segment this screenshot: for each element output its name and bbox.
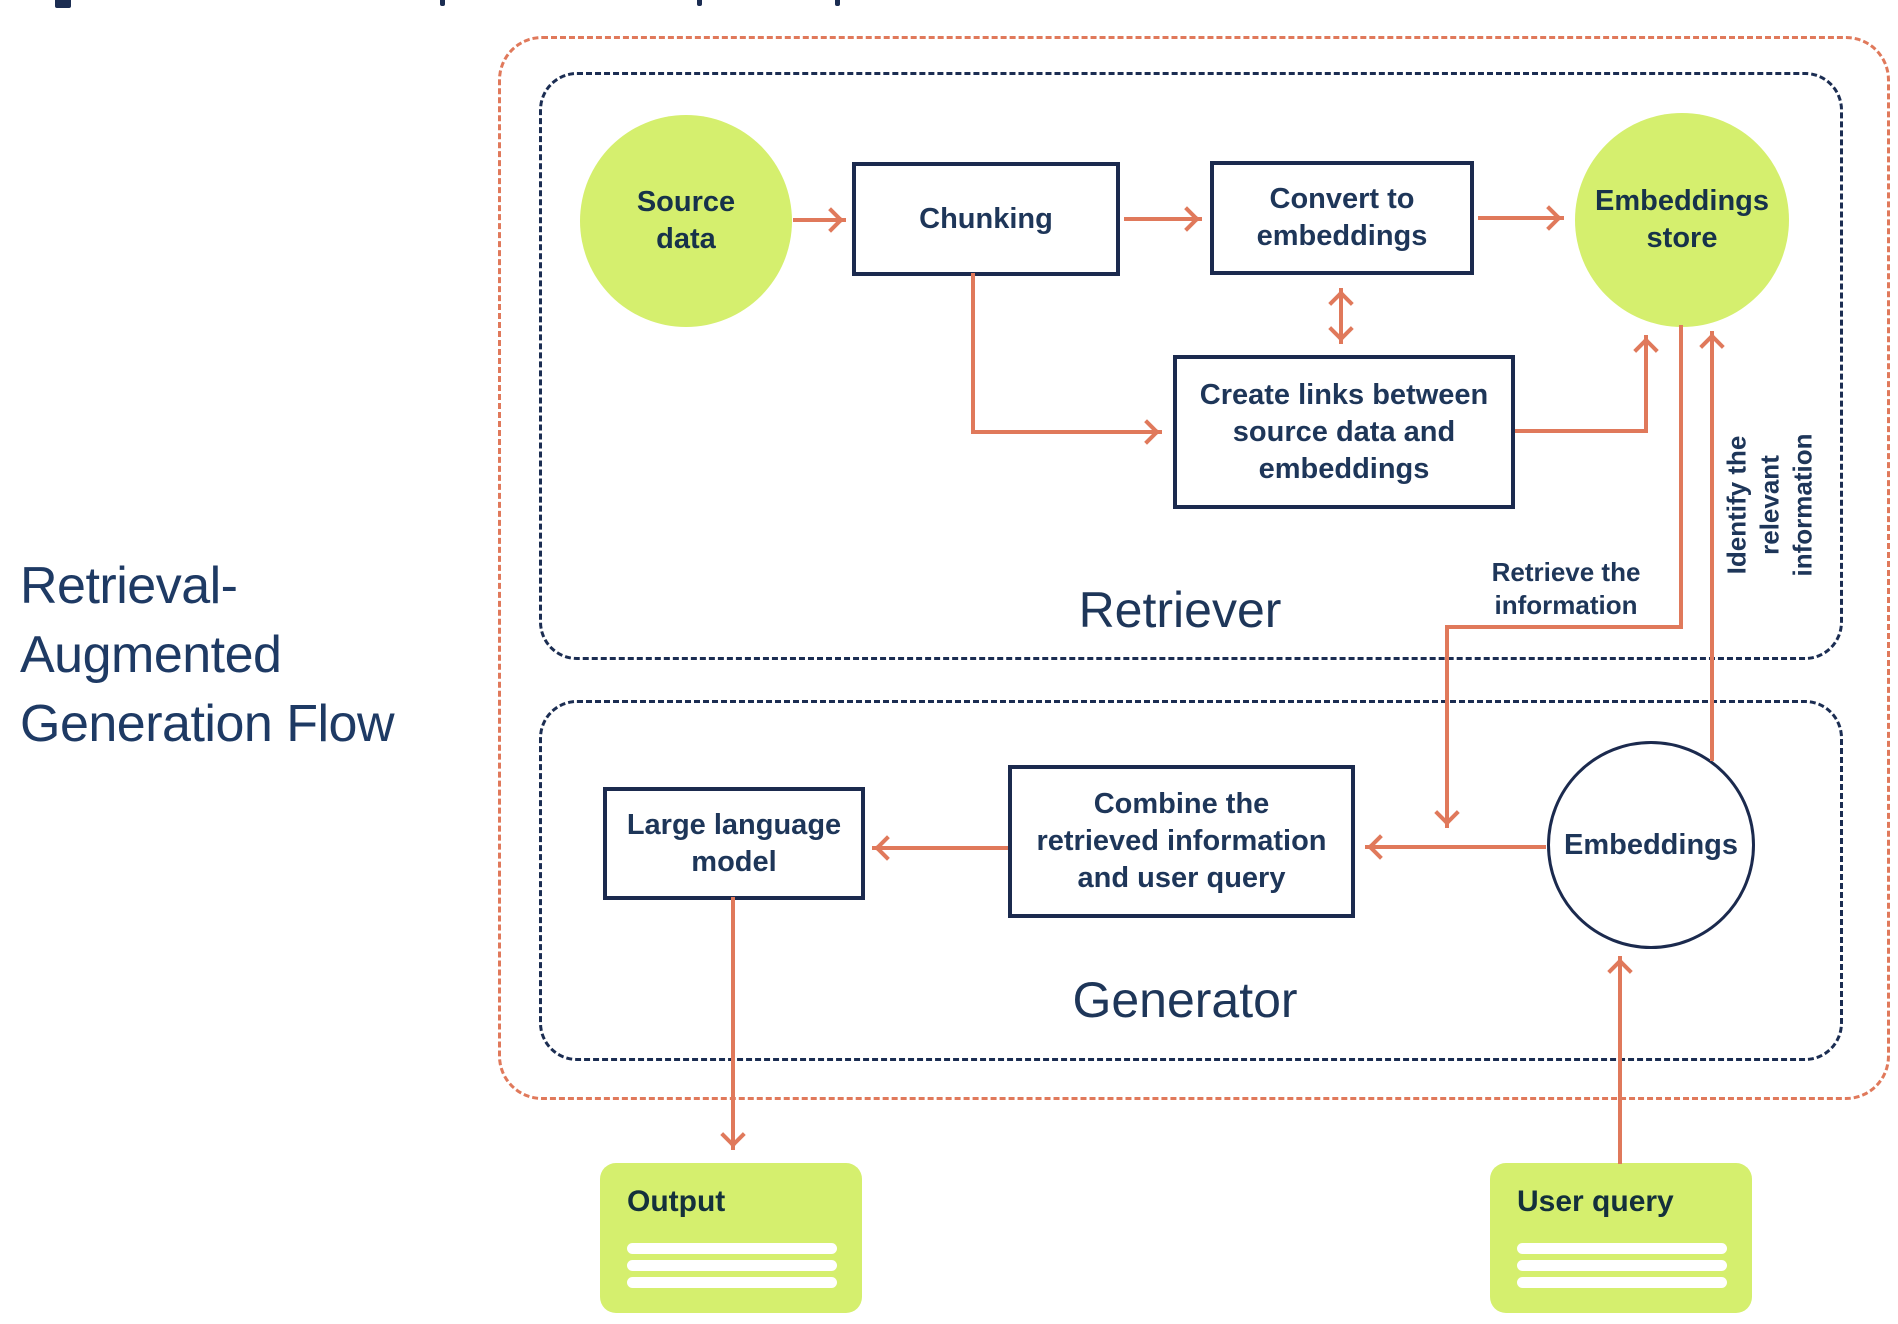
- flow-outer-boundary: [498, 36, 1890, 1100]
- cropped-text-fragment: [697, 0, 702, 6]
- arrow-segment: [1710, 331, 1714, 761]
- generator-section-label: Generator: [1072, 972, 1298, 1028]
- placeholder-text-bar: [627, 1243, 837, 1254]
- arrowhead-down: [720, 1122, 746, 1149]
- arrow-segment: [793, 218, 846, 222]
- arrow-segment: [1445, 625, 1683, 629]
- node-source-data: Source data: [580, 115, 792, 327]
- placeholder-text-bar: [1517, 1277, 1727, 1288]
- arrow-segment: [872, 846, 1008, 850]
- node-embeddings: Embeddings: [1547, 741, 1755, 949]
- node-convert-to-embeddings: Convert to embeddings: [1210, 161, 1474, 275]
- placeholder-text-bar: [1517, 1260, 1727, 1271]
- identify-relevant-information-label: Identify the relevant information: [1721, 433, 1818, 577]
- node-chunking: Chunking: [852, 162, 1120, 276]
- node-large-language-model: Large language model: [603, 787, 865, 900]
- arrow-segment: [1339, 288, 1343, 344]
- arrow-segment: [1644, 335, 1648, 433]
- node-embeddings-store: Embeddings store: [1575, 113, 1789, 327]
- node-create-links: Create links between source data and emb…: [1173, 355, 1515, 509]
- arrow-segment: [1515, 429, 1648, 433]
- diagram-title: Retrieval- Augmented Generation Flow: [20, 557, 395, 753]
- arrow-segment: [731, 897, 735, 1150]
- generator-section-boundary: [539, 700, 1843, 1061]
- cropped-text-fragment: [55, 0, 71, 8]
- arrow-segment: [1478, 216, 1564, 220]
- placeholder-text-bar: [1517, 1243, 1727, 1254]
- arrow-segment: [1679, 325, 1683, 629]
- retriever-section-boundary: [539, 72, 1843, 660]
- arrow-segment: [1124, 217, 1202, 221]
- arrow-segment: [1365, 845, 1546, 849]
- cropped-text-fragment: [440, 0, 445, 6]
- placeholder-text-bar: [627, 1260, 837, 1271]
- arrow-segment: [1618, 956, 1622, 1164]
- user-query-card: User query: [1490, 1163, 1752, 1313]
- node-combine: Combine the retrieved information and us…: [1008, 765, 1355, 918]
- output-card-label: Output: [627, 1185, 726, 1218]
- arrow-segment: [971, 430, 1162, 434]
- retriever-section-label: Retriever: [1078, 582, 1282, 638]
- arrow-segment: [1445, 625, 1449, 828]
- arrow-segment: [971, 273, 975, 434]
- output-card: Output: [600, 1163, 862, 1313]
- retrieve-information-label: Retrieve the information: [1491, 557, 1641, 620]
- cropped-text-fragment: [835, 0, 840, 6]
- user-query-card-label: User query: [1517, 1185, 1674, 1218]
- placeholder-text-bar: [627, 1277, 837, 1288]
